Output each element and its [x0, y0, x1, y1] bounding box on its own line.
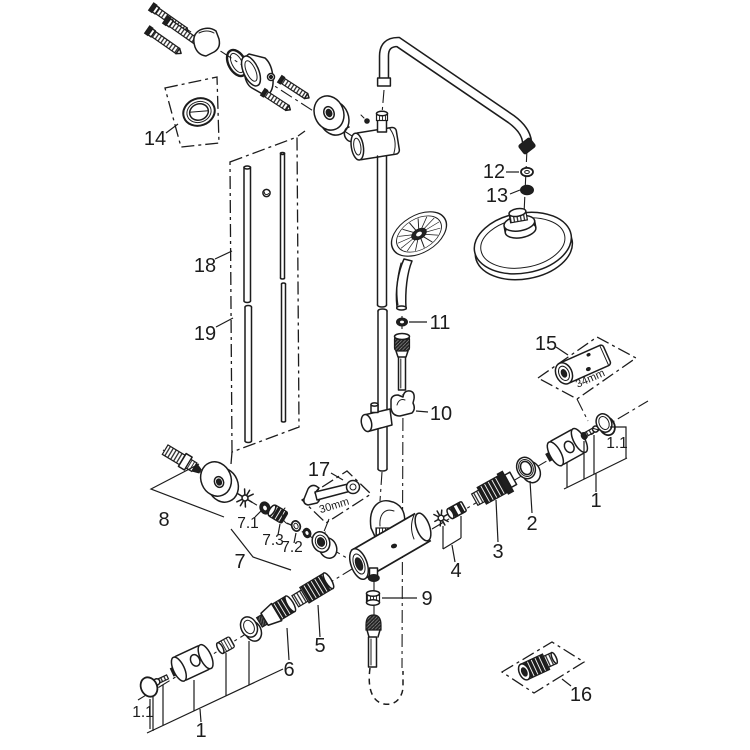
frame-part-15 [536, 336, 638, 400]
part-1-handle-bottom [169, 643, 214, 682]
socket-34mm [554, 344, 612, 385]
part-label-7-2: 7.2 [281, 539, 303, 556]
part-9-nut [365, 589, 381, 607]
hose-stem [397, 356, 407, 391]
escutcheon-screws [259, 74, 310, 112]
hand-shower [390, 211, 448, 311]
part-label-7-1: 7.1 [237, 515, 259, 532]
wall-union [193, 27, 221, 57]
part-label-14: 14 [144, 128, 166, 150]
part-label-7: 7 [234, 551, 245, 573]
frame-part-14 [164, 76, 220, 148]
stop-sleeve [239, 616, 263, 642]
part-14-seal-ring [182, 97, 216, 127]
part-label-2: 2 [526, 513, 537, 535]
part-label-11: 11 [430, 312, 451, 334]
part-label-9: 9 [421, 588, 432, 610]
part-label-15: 15 [535, 333, 557, 355]
part-label-8: 8 [158, 509, 169, 531]
part-7-1-washer [259, 501, 271, 515]
part-6-cartridge [255, 595, 297, 628]
column-rail [376, 155, 388, 472]
part-label-1-right: 1 [590, 490, 601, 512]
part-11-oring [396, 317, 408, 327]
leader-lines [146, 123, 628, 734]
part-7-star-washer [236, 488, 254, 508]
part-10-slider [360, 390, 416, 433]
part-16-check-valve [517, 651, 559, 681]
part-18-rail [243, 151, 286, 304]
part-4-star-washer [433, 509, 449, 527]
part-4-bushing [446, 501, 467, 520]
rails-frame [229, 130, 306, 465]
part-label-5: 5 [314, 635, 325, 657]
part-label-6: 6 [283, 659, 294, 681]
wall-bracket [240, 53, 276, 97]
frame-part-17 [300, 470, 373, 540]
part-label-18: 18 [194, 255, 216, 277]
part-5-cartridge [291, 572, 335, 608]
knurled-bushing [215, 636, 235, 655]
part-label-13: 13 [486, 185, 508, 207]
part-19-rail [244, 282, 287, 444]
part-3-thermostat-cartridge [470, 470, 518, 507]
shower-hose [368, 667, 404, 706]
shower-arm [376, 36, 536, 155]
tee-valve-stem [360, 110, 389, 133]
column-tee [350, 110, 401, 161]
rail-screw [262, 188, 271, 198]
frame-part-16 [500, 641, 586, 694]
valve-outlet [367, 567, 380, 582]
part-label-10: 10 [430, 403, 452, 425]
part-7-2-ring [290, 520, 302, 532]
part-label-4: 4 [450, 560, 461, 582]
part-12-washer [520, 166, 534, 178]
part-label-16: 16 [570, 684, 592, 706]
callout-labels: 14 18 19 12 13 11 10 15 17 8 7 7.1 7.3 7… [132, 128, 628, 742]
part-label-1-bottom: 1 [195, 720, 206, 742]
part-8-escutcheon [199, 461, 240, 503]
hose-nut [393, 332, 411, 358]
part-1-handle-right [545, 427, 589, 467]
part-2-ring [515, 456, 542, 484]
wrench-30mm [303, 479, 361, 506]
hose-connector [365, 614, 382, 668]
part-7-nut [311, 531, 338, 559]
wall-escutcheon [313, 95, 350, 136]
part-label-7-3: 7.3 [262, 532, 284, 549]
arm-nut [518, 137, 536, 155]
part-label-3: 3 [492, 541, 503, 563]
part-1-cap-right [595, 413, 616, 437]
part-label-1-1-bottom: 1.1 [132, 704, 154, 721]
part-1-cap-bottom [139, 676, 159, 698]
part-label-19: 19 [194, 323, 216, 345]
wall-anchor-screws [143, 2, 204, 55]
part-label-1-1-right: 1.1 [606, 435, 628, 452]
part-label-17: 17 [308, 459, 330, 481]
valve-body [348, 512, 432, 582]
part-8-union [161, 444, 202, 474]
part-13-washer [520, 184, 534, 196]
head-shower [473, 207, 574, 281]
part-7-small-ring [302, 527, 312, 539]
part-label-12: 12 [483, 161, 505, 183]
